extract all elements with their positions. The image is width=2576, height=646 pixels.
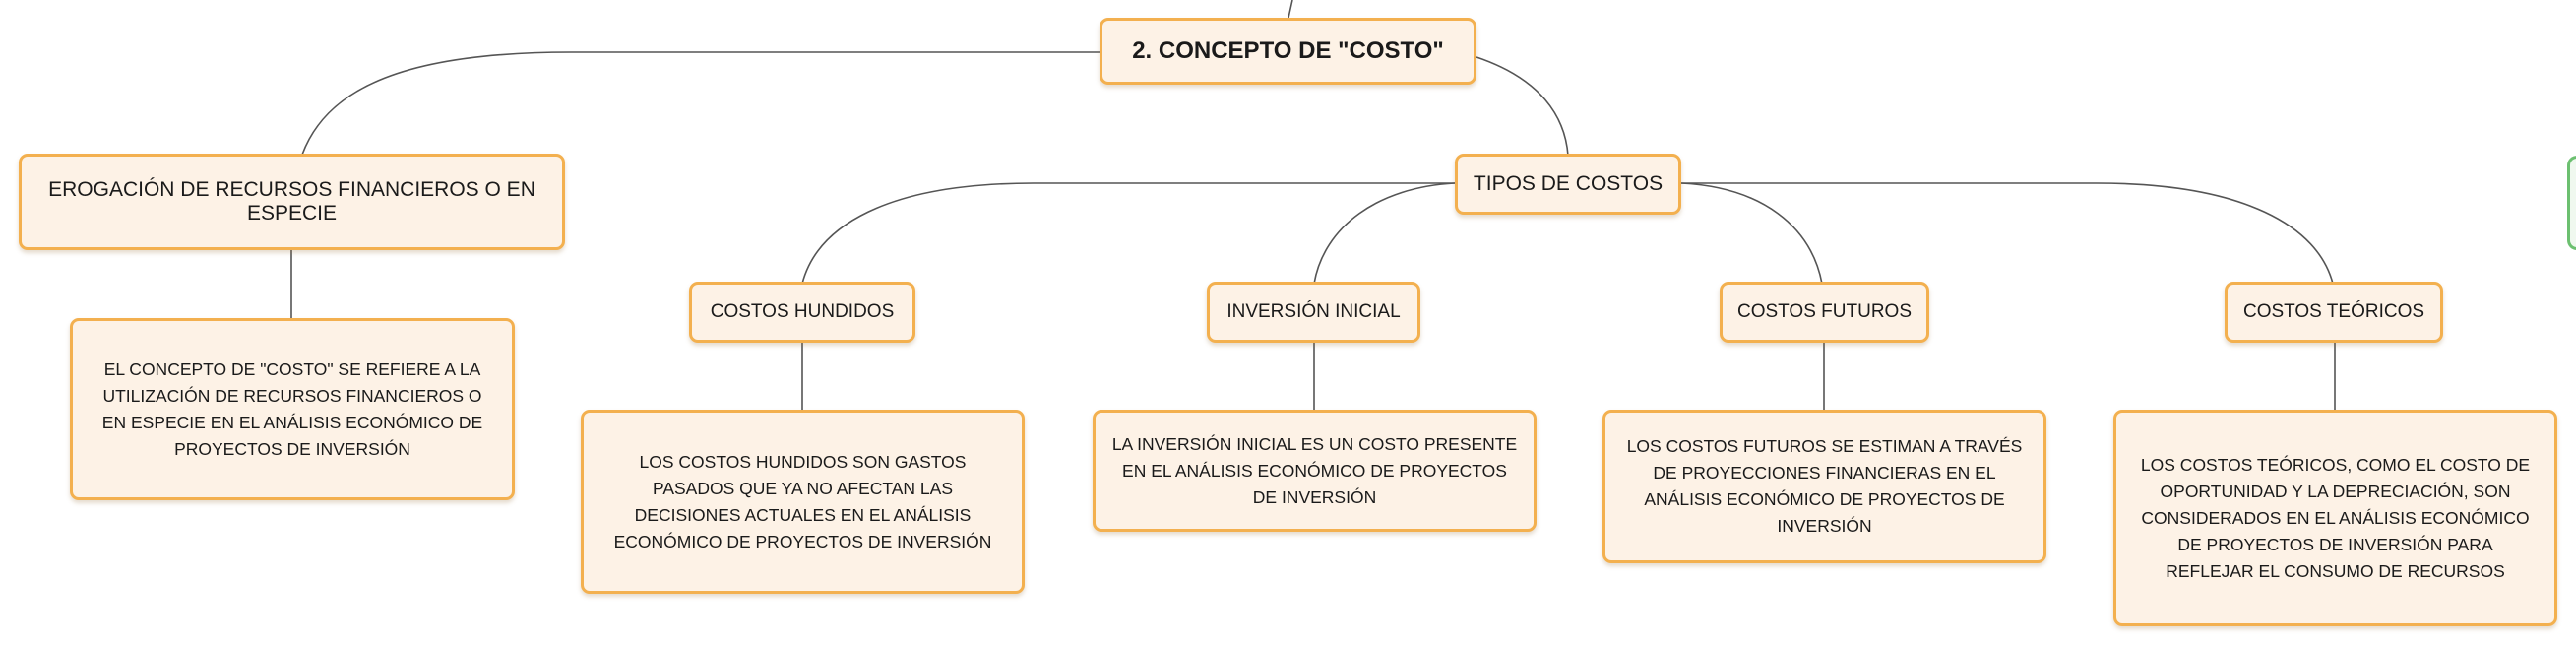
root-node-label: 2. CONCEPTO DE "COSTO" (1132, 37, 1444, 64)
connector-root-expenditure (301, 51, 1100, 156)
node-theoretical-costs-label: COSTOS TEÓRICOS (2242, 301, 2425, 322)
node-types-of-costs-label: TIPOS DE COSTOS (1473, 172, 1664, 195)
node-expenditure-description[interactable]: EL CONCEPTO DE "COSTO" SE REFIERE A LA U… (70, 318, 515, 500)
node-initial-investment-description[interactable]: LA INVERSIÓN INICIAL ES UN COSTO PRESENT… (1093, 410, 1537, 532)
connector-root-types (1476, 56, 1569, 157)
node-expenditure-description-text: EL CONCEPTO DE "COSTO" SE REFIERE A LA U… (101, 358, 483, 459)
node-future-costs[interactable]: COSTOS FUTUROS (1720, 282, 1929, 343)
connector-types-future (1680, 182, 1823, 285)
root-node[interactable]: 2. CONCEPTO DE "COSTO" (1100, 18, 1476, 85)
node-sunk-costs-description-text: LOS COSTOS HUNDIDOS SON GASTOS PASADOS Q… (613, 451, 992, 551)
node-expenditure-label: EROGACIÓN DE RECURSOS FINANCIEROS O EN E… (48, 178, 535, 225)
connector-types-initial (1313, 182, 1456, 285)
node-initial-investment-label: INVERSIÓN INICIAL (1226, 301, 1401, 322)
node-sunk-costs[interactable]: COSTOS HUNDIDOS (689, 282, 915, 343)
node-expenditure[interactable]: EROGACIÓN DE RECURSOS FINANCIEROS O EN E… (19, 154, 565, 250)
node-sunk-costs-description[interactable]: LOS COSTOS HUNDIDOS SON GASTOS PASADOS Q… (581, 410, 1025, 594)
connector-types-sunk (801, 182, 1455, 285)
node-theoretical-costs-description-text: LOS COSTOS TEÓRICOS, COMO EL COSTO DE OP… (2140, 454, 2531, 581)
connector-root-incoming (1288, 0, 1293, 19)
node-sunk-costs-label: COSTOS HUNDIDOS (710, 301, 895, 322)
node-initial-investment[interactable]: INVERSIÓN INICIAL (1207, 282, 1420, 343)
node-initial-investment-description-text: LA INVERSIÓN INICIAL ES UN COSTO PRESENT… (1111, 433, 1518, 507)
node-theoretical-costs-description[interactable]: LOS COSTOS TEÓRICOS, COMO EL COSTO DE OP… (2113, 410, 2557, 626)
offscreen-node-edge (2567, 156, 2576, 250)
node-future-costs-description-text: LOS COSTOS FUTUROS SE ESTIMAN A TRAVÉS D… (1626, 436, 2023, 536)
node-types-of-costs[interactable]: TIPOS DE COSTOS (1455, 154, 1681, 215)
connector-types-theoretical (1681, 182, 2334, 285)
node-future-costs-label: COSTOS FUTUROS (1737, 301, 1912, 322)
node-theoretical-costs[interactable]: COSTOS TEÓRICOS (2225, 282, 2443, 343)
node-future-costs-description[interactable]: LOS COSTOS FUTUROS SE ESTIMAN A TRAVÉS D… (1602, 410, 2046, 563)
